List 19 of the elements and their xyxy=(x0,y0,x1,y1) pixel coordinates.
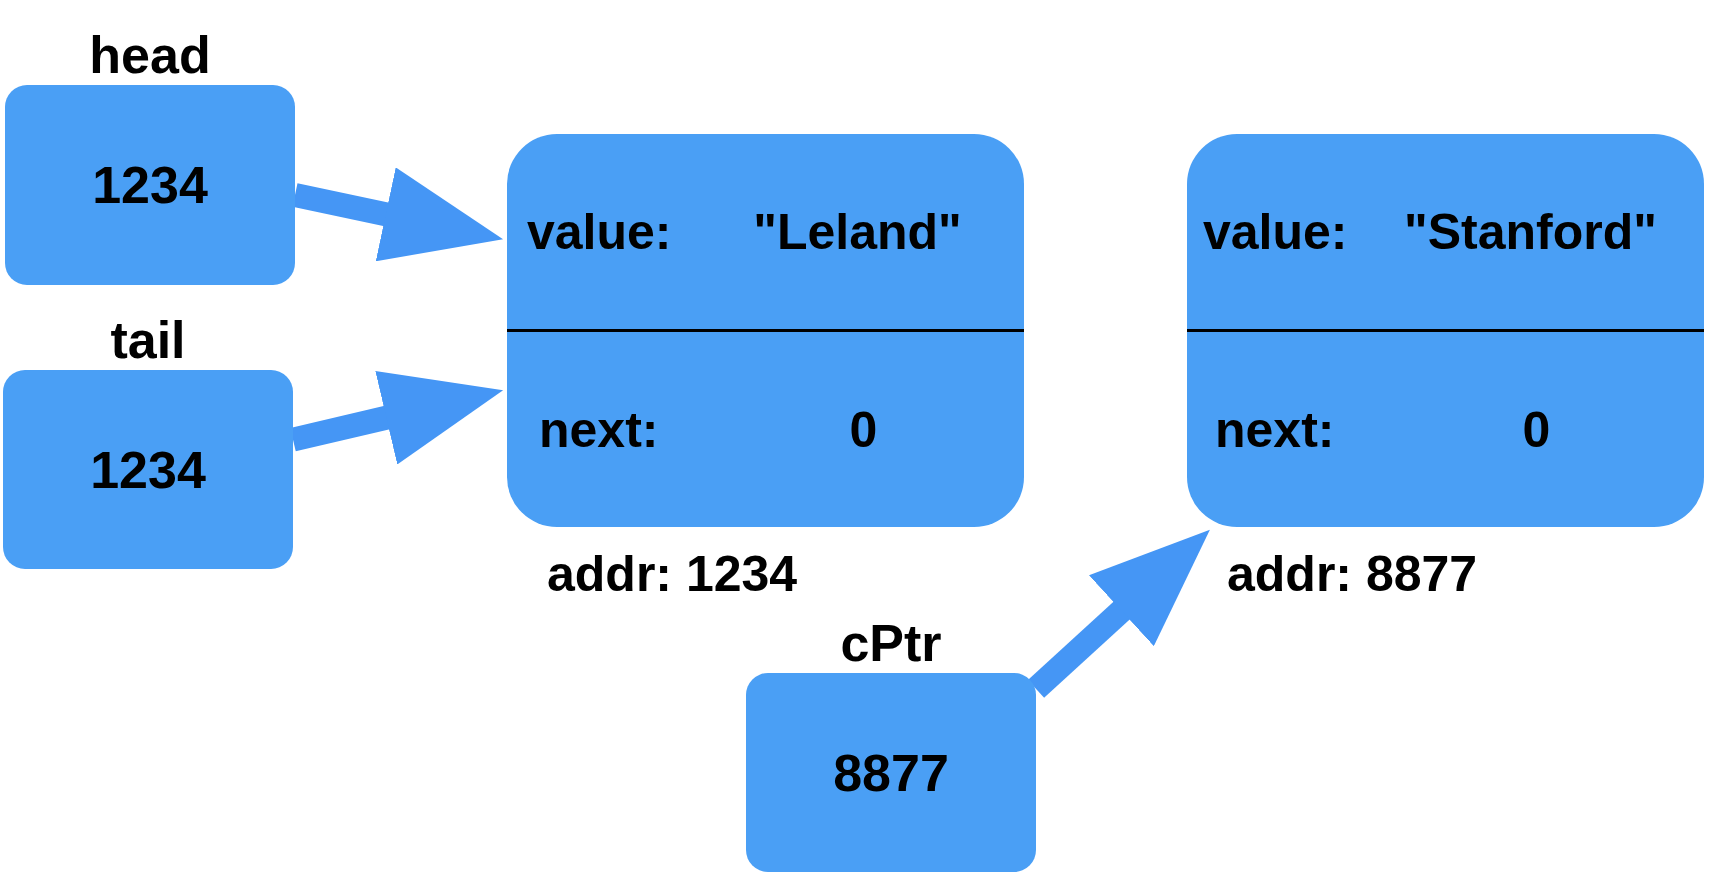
field-value: 0 xyxy=(848,400,879,459)
pointer-value: 8877 xyxy=(833,742,949,803)
address-label: addr: 1234 xyxy=(547,545,798,603)
pointer-value: 1234 xyxy=(92,155,208,215)
field-label: next: xyxy=(539,400,660,459)
variable-name: head xyxy=(88,25,212,85)
variable-name: tail xyxy=(109,310,187,370)
arrow xyxy=(1027,529,1210,698)
field-value: "Leland" xyxy=(752,202,963,261)
variable-name: cPtr xyxy=(839,613,943,673)
pointer-value: 1234 xyxy=(90,439,206,500)
field-value: 0 xyxy=(1521,400,1552,459)
field-label: value: xyxy=(1203,202,1349,261)
field-label: next: xyxy=(1215,400,1336,459)
list-node-box xyxy=(507,134,1024,527)
field-label: value: xyxy=(527,202,673,261)
list-node-box xyxy=(1187,134,1704,527)
address-label: addr: 8877 xyxy=(1227,545,1478,603)
field-value: "Stanford" xyxy=(1403,202,1658,261)
